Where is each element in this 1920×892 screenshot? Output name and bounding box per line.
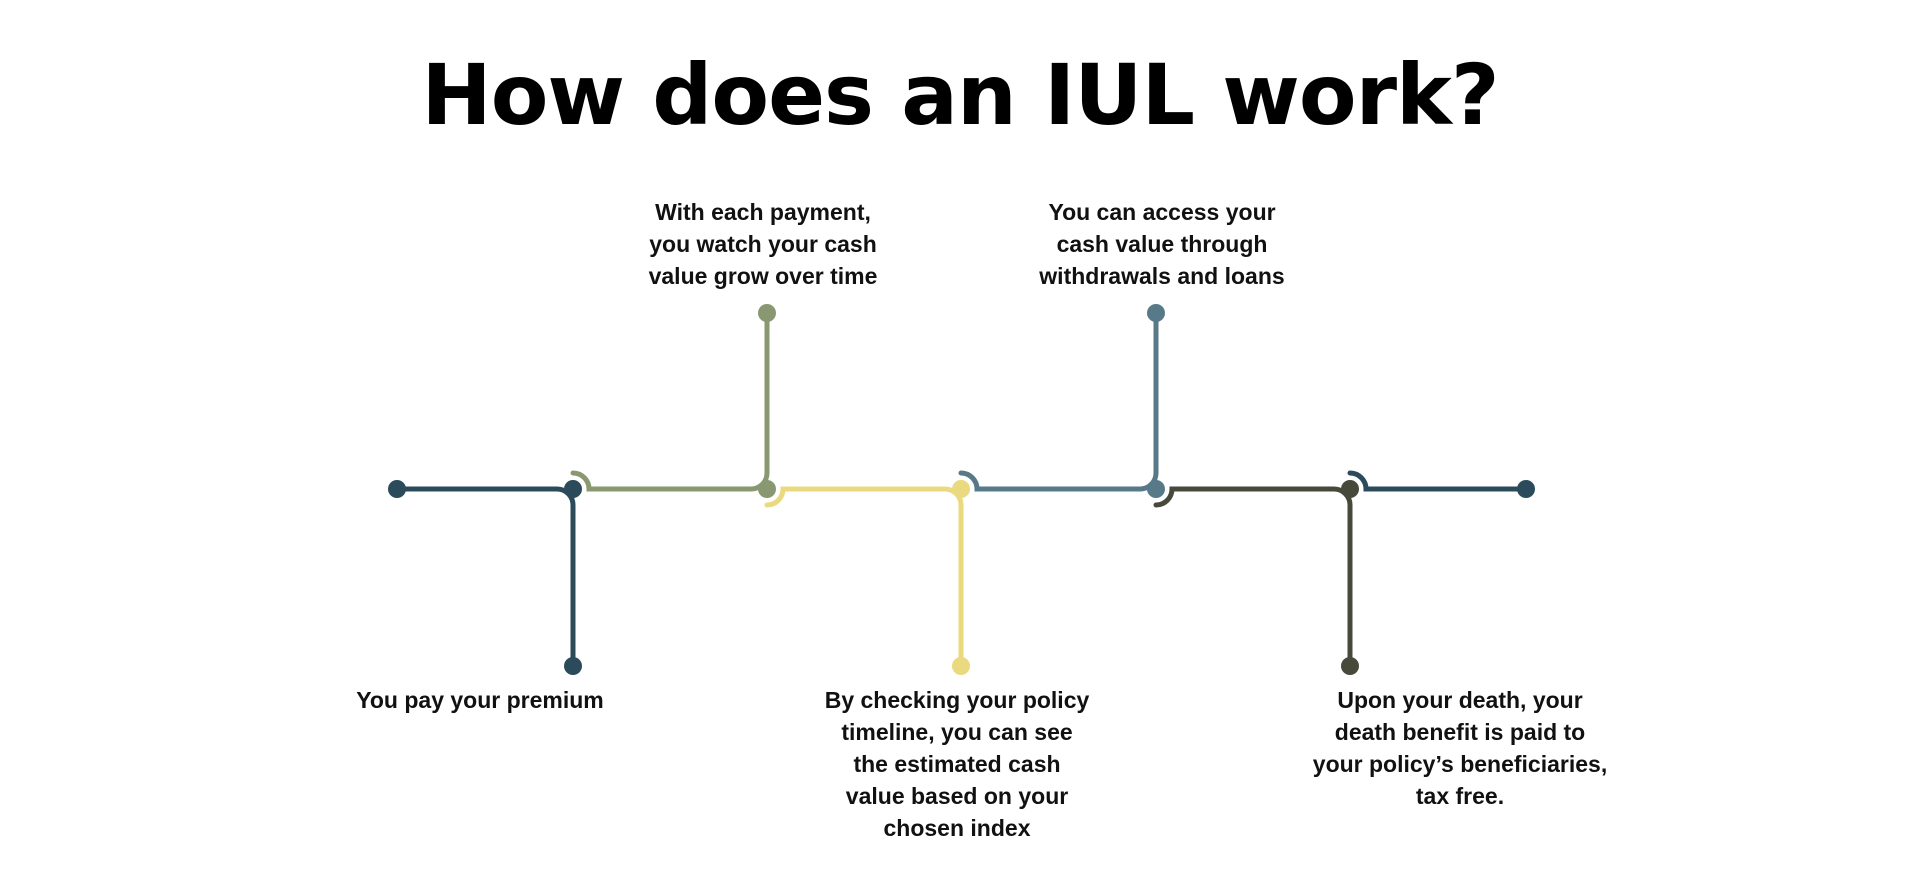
branch-end-dot-3 <box>952 657 970 675</box>
timeline-node-dot-4 <box>1147 480 1165 498</box>
timeline-segment-1 <box>394 486 576 669</box>
timeline-segment-2 <box>570 310 770 492</box>
step-3-label: By checking your policy timeline, you ca… <box>824 687 1090 841</box>
diagram-title: How does an IUL work? <box>421 46 1499 144</box>
timeline-node-dot-1 <box>564 480 582 498</box>
step-5-label: Upon your death, your death benefit is p… <box>1312 687 1608 809</box>
step-4-label: You can access your cash value through w… <box>1039 199 1285 289</box>
branch-end-dot-2 <box>758 304 776 322</box>
timeline-segment-5 <box>1153 486 1353 669</box>
timeline-tail-segment <box>1347 470 1529 492</box>
timeline-end-dot <box>1517 480 1535 498</box>
timeline-node-dot-5 <box>1341 480 1359 498</box>
branch-end-dot-4 <box>1147 304 1165 322</box>
branch-end-dot-5 <box>1341 657 1359 675</box>
step-1-label: You pay your premium <box>356 687 604 713</box>
timeline-node-dot-2 <box>758 480 776 498</box>
branch-end-dot-1 <box>564 657 582 675</box>
timeline-segment-3 <box>764 486 964 669</box>
timeline-segment-4 <box>958 310 1159 492</box>
timeline-start-dot <box>388 480 406 498</box>
timeline-node-dot-3 <box>952 480 970 498</box>
step-2-label: With each payment, you watch your cash v… <box>648 199 878 289</box>
